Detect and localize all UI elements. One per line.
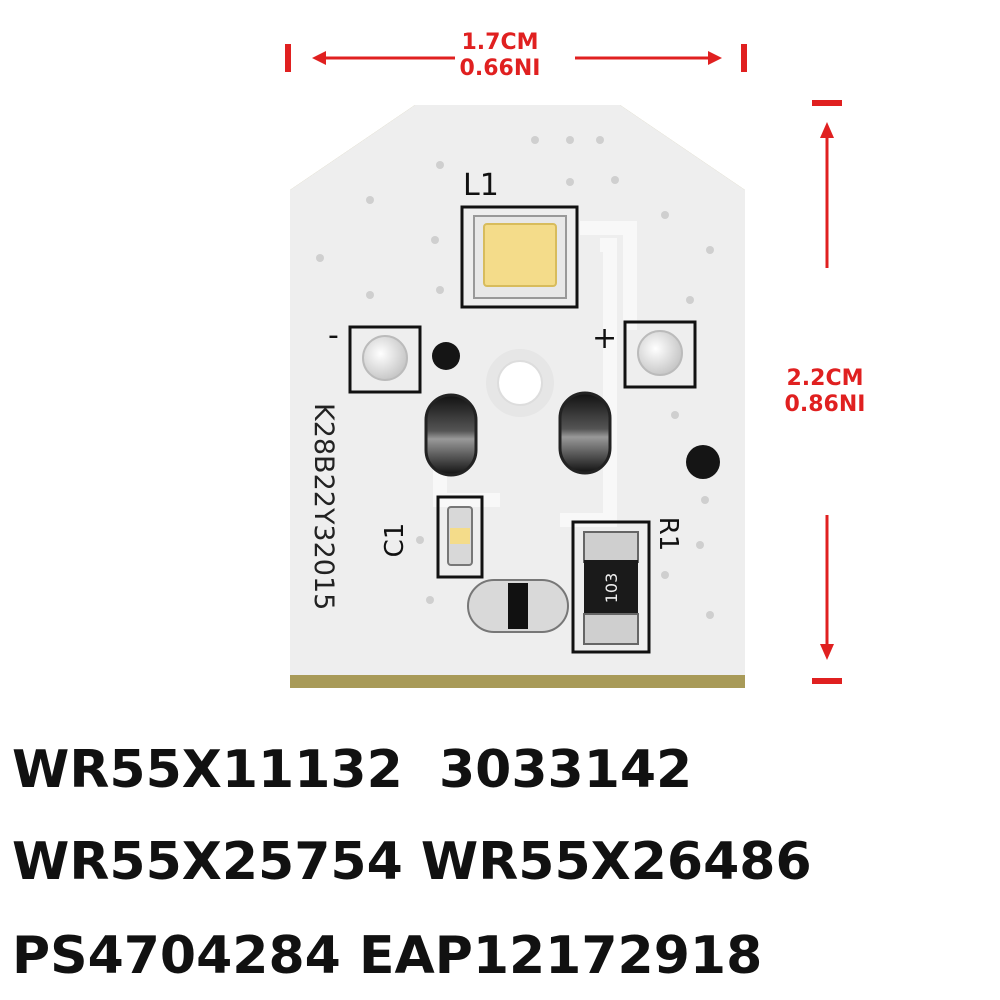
resistor-cap-top — [583, 531, 639, 563]
height-dimension-label: 2.2CM 0.86NI — [760, 366, 890, 418]
width-dimension — [285, 44, 747, 72]
contact-pad-left — [424, 393, 478, 477]
height-tick-top — [812, 100, 842, 106]
width-arrowhead-right — [708, 51, 722, 65]
height-tick-bottom — [812, 678, 842, 684]
led-outline — [460, 205, 579, 309]
fiducial-left — [432, 342, 460, 370]
part-number-line-1: WR55X11132 3033142 — [12, 740, 693, 800]
width-in: 0.66NI — [459, 56, 541, 81]
height-in: 0.86NI — [784, 392, 866, 417]
height-arrowhead-bottom — [820, 644, 834, 660]
plus-pad-outline — [623, 320, 697, 389]
height-dimension — [812, 100, 842, 684]
part-number-line-2: WR55X25754 WR55X26486 — [12, 832, 812, 892]
height-arrowhead-top — [820, 122, 834, 138]
resistor-outline — [571, 520, 651, 654]
capacitor-label: C1 — [380, 523, 410, 558]
width-tick-left — [285, 44, 291, 72]
plus-pad — [637, 330, 683, 376]
width-arrowhead-left — [312, 51, 326, 65]
height-cm: 2.2CM — [786, 366, 864, 391]
part-number-line-3: PS4704284 EAP12172918 — [12, 926, 763, 986]
board-dots — [316, 136, 714, 619]
mounting-hole — [497, 360, 543, 406]
width-cm: 1.7CM — [461, 30, 539, 55]
capacitor-core — [450, 528, 470, 544]
board-serial: K28B22Y32015 — [308, 403, 339, 610]
bottom-slot-bar — [508, 583, 528, 629]
resistor-label: R1 — [653, 517, 683, 552]
resistor-body — [584, 560, 638, 616]
capacitor-outline — [436, 495, 484, 579]
resistor-cap-bottom — [583, 613, 639, 645]
width-tick-right — [741, 44, 747, 72]
led-board: L1 - + K28B22Y32015 C1 103 R1 — [290, 105, 745, 688]
fiducial-right — [686, 445, 720, 479]
resistor-code: 103 — [602, 573, 621, 604]
minus-pad-outline — [348, 325, 422, 394]
plus-label: + — [592, 321, 617, 356]
minus-pad — [362, 335, 408, 381]
led-label: L1 — [463, 168, 499, 203]
led-chip — [483, 223, 557, 287]
contact-pad-right — [558, 391, 612, 475]
width-dimension-label: 1.7CM 0.66NI — [420, 30, 580, 82]
minus-label: - — [328, 318, 339, 353]
